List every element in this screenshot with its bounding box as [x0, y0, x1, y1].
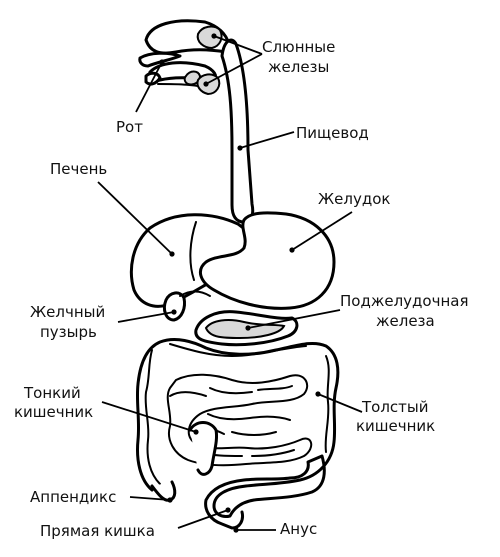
label-large-intestine-line2: кишечник — [356, 417, 435, 435]
label-liver: Печень — [50, 160, 107, 178]
label-appendix: Аппендикс — [30, 488, 116, 506]
label-stomach: Желудок — [318, 190, 390, 208]
stomach-organ — [198, 211, 336, 310]
label-mouth: Рот — [116, 118, 143, 136]
label-pancreas-line2: железа — [376, 312, 435, 330]
leader-lines — [97, 33, 363, 533]
label-esophagus: Пищевод — [296, 124, 369, 142]
label-anus: Анус — [280, 520, 317, 538]
label-salivary-glands-line1: Слюнные — [262, 38, 335, 56]
label-gallbladder-line2: пузырь — [40, 323, 97, 341]
small-intestine-organ — [166, 373, 313, 476]
label-gallbladder-line1: Желчный — [30, 303, 105, 321]
label-small-intestine-line1: Тонкий — [23, 384, 81, 402]
label-large-intestine-line1: Толстый — [361, 398, 429, 416]
label-small-intestine-line2: кишечник — [14, 403, 93, 421]
label-rectum: Прямая кишка — [40, 522, 155, 540]
label-pancreas-line1: Поджелудочная — [340, 292, 468, 310]
label-salivary-glands-line2: железы — [268, 58, 329, 76]
